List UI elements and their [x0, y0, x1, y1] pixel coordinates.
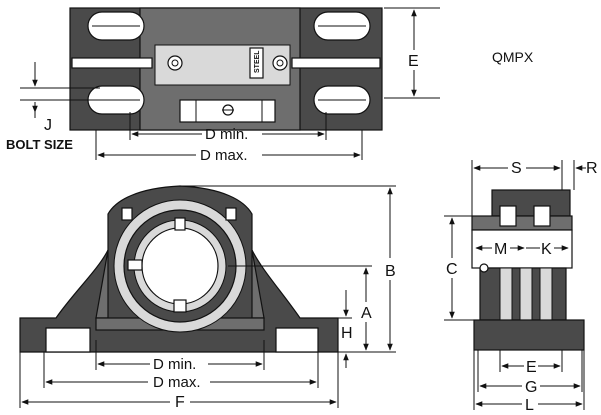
side-view-dimensions: S R C M K E G L	[444, 160, 598, 414]
side-view	[471, 189, 585, 351]
dim-label-k: K	[541, 241, 552, 258]
steel-stamp-text: STEEL	[254, 50, 261, 73]
shaft-bore	[141, 227, 219, 305]
set-screw-left-icon	[127, 259, 143, 271]
front-view-foot-left	[45, 327, 91, 353]
bolt-size-label: BOLT SIZE	[6, 137, 73, 152]
dim-label-a: A	[361, 305, 372, 322]
top-view: STEEL	[69, 7, 383, 131]
grease-fitting-icon	[167, 55, 183, 71]
side-view-collar	[491, 189, 571, 217]
side-view-bearing	[471, 215, 573, 231]
dim-label-e-side: E	[526, 359, 537, 376]
shaft-band-right	[291, 57, 381, 69]
dim-label-g: G	[525, 379, 537, 396]
dim-label-b: B	[385, 263, 396, 280]
dim-label-e-top: E	[408, 53, 419, 70]
dim-label-c: C	[446, 261, 458, 278]
dim-label-d-max-front: D max.	[153, 374, 201, 391]
dim-label-m: M	[494, 241, 507, 258]
front-view-dimensions: B A H D min. D max. F	[19, 185, 396, 411]
shaft-band-left	[71, 57, 153, 69]
dim-label-s: S	[511, 160, 522, 177]
model-label: QMPX	[492, 49, 534, 65]
side-grease-fitting-icon	[479, 263, 489, 273]
dim-label-d-min-top: D min.	[205, 126, 248, 143]
cap-bolt-right-icon	[225, 207, 237, 221]
dim-label-f: F	[175, 394, 185, 411]
side-view-base	[473, 319, 585, 351]
grease-port-icon	[174, 217, 186, 231]
cap-bolt-left-icon	[121, 207, 133, 221]
top-view-dimensions: E J BOLT SIZE D min. D max.	[6, 7, 440, 164]
dim-label-r: R	[586, 160, 598, 177]
dim-label-d-max-top: D max.	[200, 147, 248, 164]
dim-label-d-min-front: D min.	[153, 356, 196, 373]
roller-right-icon	[533, 205, 551, 227]
dim-label-h: H	[341, 325, 353, 342]
front-view	[19, 185, 339, 353]
set-screw-icon	[272, 55, 288, 71]
dim-label-j: J	[44, 117, 52, 134]
roller-left-icon	[499, 205, 517, 227]
side-view-bore	[471, 229, 573, 269]
drain-plug-icon	[173, 299, 187, 313]
front-view-foot-right	[275, 327, 319, 353]
dim-label-l: L	[525, 397, 534, 414]
steel-stamp	[249, 47, 264, 79]
